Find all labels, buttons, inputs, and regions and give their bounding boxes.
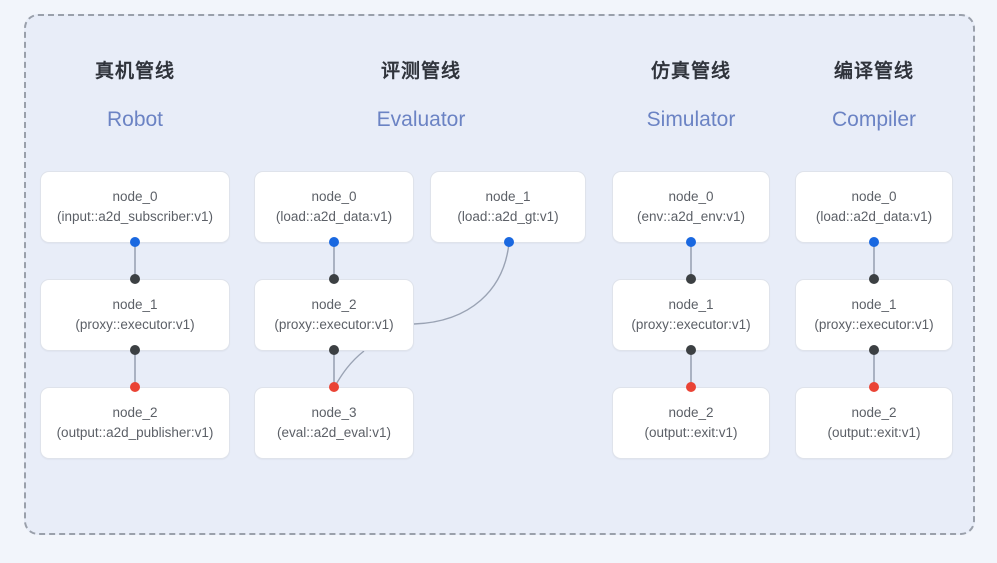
- node-evaluator-2[interactable]: node_2 (proxy::executor:v1): [254, 279, 414, 351]
- node-simulator-2[interactable]: node_2 (output::exit:v1): [612, 387, 770, 459]
- node-evaluator-1[interactable]: node_1 (load::a2d_gt:v1): [430, 171, 586, 243]
- node-id: node_3: [311, 405, 357, 421]
- port-output-robot-node1[interactable]: [130, 345, 140, 355]
- node-type: (proxy::executor:v1): [631, 317, 751, 332]
- node-id: node_2: [311, 297, 357, 313]
- port-input-robot-node1[interactable]: [130, 274, 140, 284]
- node-evaluator-3[interactable]: node_3 (eval::a2d_eval:v1): [254, 387, 414, 459]
- node-id: node_1: [485, 189, 531, 205]
- node-compiler-1[interactable]: node_1 (proxy::executor:v1): [795, 279, 953, 351]
- node-compiler-2[interactable]: node_2 (output::exit:v1): [795, 387, 953, 459]
- port-input-simulator-node2[interactable]: [686, 382, 696, 392]
- port-output-robot-node0[interactable]: [130, 237, 140, 247]
- node-id: node_1: [112, 297, 158, 313]
- port-input-robot-node2[interactable]: [130, 382, 140, 392]
- node-id: node_2: [112, 405, 158, 421]
- node-id: node_0: [112, 189, 158, 205]
- node-type: (output::exit:v1): [644, 425, 738, 440]
- node-simulator-1[interactable]: node_1 (proxy::executor:v1): [612, 279, 770, 351]
- node-robot-0[interactable]: node_0 (input::a2d_subscriber:v1): [40, 171, 230, 243]
- node-type: (eval::a2d_eval:v1): [276, 425, 392, 440]
- port-output-evaluator-node0[interactable]: [329, 237, 339, 247]
- node-id: node_0: [851, 189, 897, 205]
- node-evaluator-0[interactable]: node_0 (load::a2d_data:v1): [254, 171, 414, 243]
- node-id: node_1: [851, 297, 897, 313]
- port-input-evaluator-node2[interactable]: [329, 274, 339, 284]
- node-id: node_1: [668, 297, 714, 313]
- node-id: node_2: [668, 405, 714, 421]
- port-input-evaluator-node3[interactable]: [329, 382, 339, 392]
- port-output-compiler-node0[interactable]: [869, 237, 879, 247]
- node-type: (proxy::executor:v1): [274, 317, 394, 332]
- node-type: (load::a2d_data:v1): [275, 209, 393, 224]
- port-input-simulator-node1[interactable]: [686, 274, 696, 284]
- node-type: (output::exit:v1): [827, 425, 921, 440]
- node-type: (input::a2d_subscriber:v1): [56, 209, 214, 224]
- port-output-evaluator-node1[interactable]: [504, 237, 514, 247]
- node-type: (load::a2d_data:v1): [815, 209, 933, 224]
- node-type: (output::a2d_publisher:v1): [56, 425, 214, 440]
- node-robot-1[interactable]: node_1 (proxy::executor:v1): [40, 279, 230, 351]
- node-type: (proxy::executor:v1): [814, 317, 934, 332]
- port-output-simulator-node0[interactable]: [686, 237, 696, 247]
- node-id: node_2: [851, 405, 897, 421]
- node-type: (env::a2d_env:v1): [636, 209, 746, 224]
- port-output-evaluator-node2[interactable]: [329, 345, 339, 355]
- port-input-compiler-node2[interactable]: [869, 382, 879, 392]
- node-type: (load::a2d_gt:v1): [457, 209, 559, 224]
- node-id: node_0: [668, 189, 714, 205]
- node-simulator-0[interactable]: node_0 (env::a2d_env:v1): [612, 171, 770, 243]
- node-id: node_0: [311, 189, 357, 205]
- node-type: (proxy::executor:v1): [75, 317, 195, 332]
- port-output-simulator-node1[interactable]: [686, 345, 696, 355]
- port-input-compiler-node1[interactable]: [869, 274, 879, 284]
- port-output-compiler-node1[interactable]: [869, 345, 879, 355]
- node-compiler-0[interactable]: node_0 (load::a2d_data:v1): [795, 171, 953, 243]
- node-robot-2[interactable]: node_2 (output::a2d_publisher:v1): [40, 387, 230, 459]
